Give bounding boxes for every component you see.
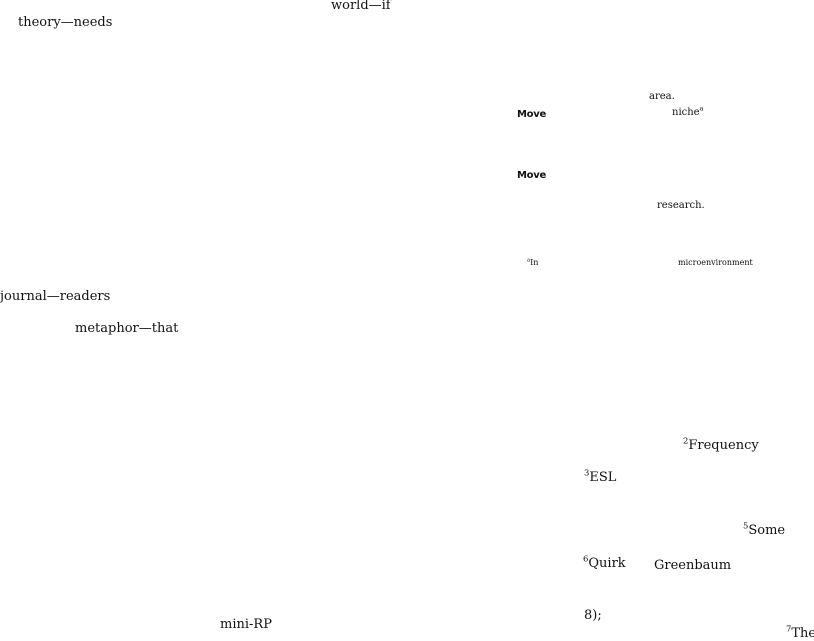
footnote-6-mark: 6 — [583, 553, 589, 564]
text-metaphor-that: metaphor—that — [75, 321, 179, 336]
text-area: area. — [649, 91, 675, 102]
footnote-2: 2Frequency — [683, 435, 759, 453]
text-niche: nichea — [672, 104, 704, 118]
footnote-5-mark: 5 — [743, 520, 749, 531]
footnote-2-mark: 2 — [683, 435, 689, 446]
label-move-2: Move — [517, 170, 546, 181]
figure-note-a: aIn — [527, 257, 539, 267]
footnote-7-mark: 7 — [786, 623, 792, 634]
note-mark-a: a — [699, 104, 704, 113]
text-mini-rp: mini-RP — [220, 617, 272, 632]
text-journal-readers: journal—readers — [0, 289, 111, 304]
note-a-mark: a — [527, 257, 531, 264]
text-world-if: world—if — [331, 0, 391, 13]
label-move-1: Move — [517, 109, 546, 120]
text-research: research. — [657, 200, 705, 211]
footnote-6: 6Quirk — [583, 553, 626, 571]
text-microenvironment: microenvironment — [678, 258, 753, 267]
footnote-3: 3ESL — [584, 467, 617, 485]
text-eight: 8); — [584, 608, 602, 623]
footnote-7: 7The — [786, 623, 814, 641]
text-theory-needs: theory—needs — [18, 15, 113, 30]
footnote-5: 5Some — [743, 520, 786, 538]
text-greenbaum: Greenbaum — [654, 558, 732, 573]
footnote-3-mark: 3 — [584, 467, 590, 478]
